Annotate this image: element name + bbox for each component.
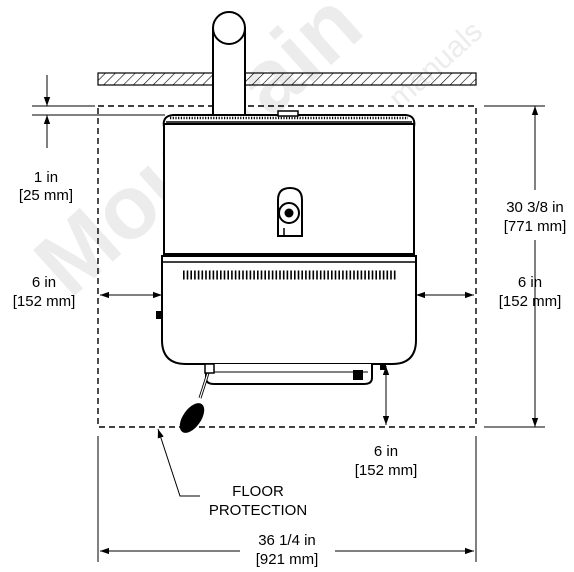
top-clearance-imperial: 1 in bbox=[34, 169, 58, 186]
width-imperial: 36 1/4 in bbox=[258, 532, 316, 549]
wall bbox=[97, 72, 477, 86]
width-metric: [921 mm] bbox=[256, 551, 319, 568]
dimension-arrows bbox=[43, 75, 539, 555]
control-knob bbox=[277, 186, 303, 237]
depth-metric: [771 mm] bbox=[504, 218, 567, 235]
flue-pipe bbox=[212, 11, 246, 117]
sensor-bulb bbox=[179, 363, 215, 433]
heater-unit bbox=[156, 110, 417, 385]
left-clearance-metric: [152 mm] bbox=[13, 293, 76, 310]
floor-protection-label-line2: PROTECTION bbox=[209, 502, 307, 519]
depth-imperial: 30 3/8 in bbox=[506, 199, 564, 216]
watermark-suffix: manuals bbox=[383, 15, 489, 115]
top-clearance-metric: [25 mm] bbox=[19, 187, 73, 204]
floor-protection-label-line1: FLOOR bbox=[232, 483, 284, 500]
right-clearance-metric: [152 mm] bbox=[499, 293, 562, 310]
front-clearance-imperial: 6 in bbox=[374, 443, 398, 460]
left-clearance-imperial: 6 in bbox=[32, 274, 56, 291]
dimension-labels: 1 in [25 mm] 30 3/8 in [771 mm] 6 in [15… bbox=[13, 169, 567, 568]
right-clearance-imperial: 6 in bbox=[518, 274, 542, 291]
front-clearance-metric: [152 mm] bbox=[355, 462, 418, 479]
